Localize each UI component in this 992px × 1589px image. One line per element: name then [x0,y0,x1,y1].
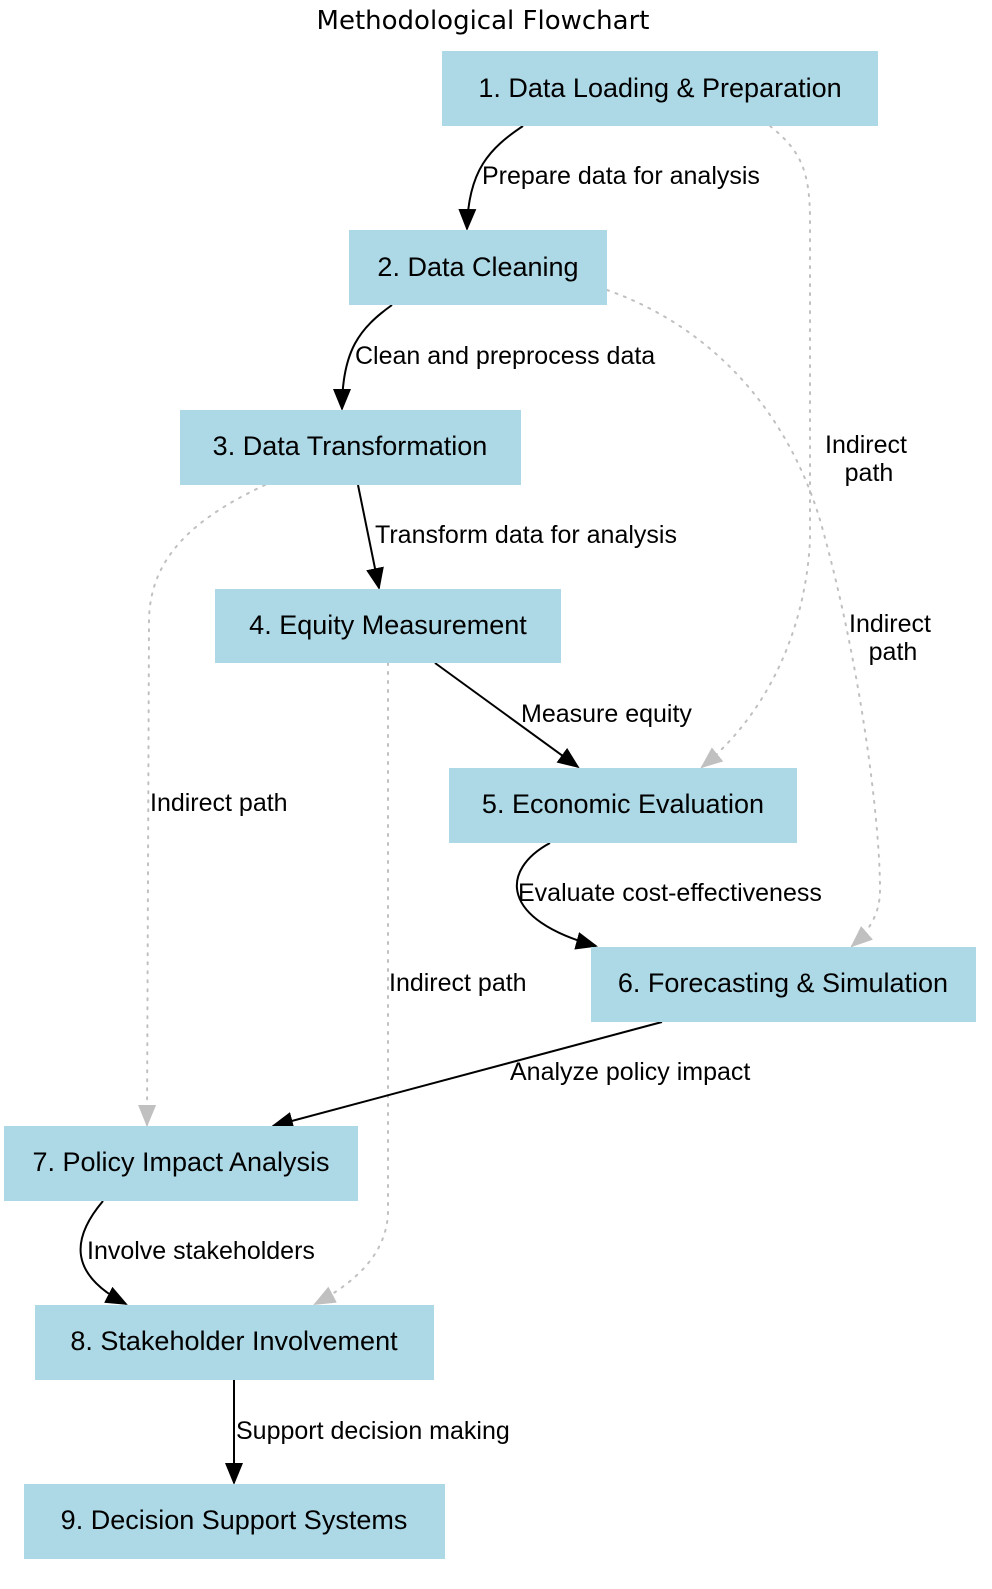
edge-label: Indirect path [389,969,527,997]
node-label: 3. Data Transformation [213,431,488,461]
chart-title: Methodological Flowchart [317,6,650,36]
edge-label: Measure equity [521,700,692,728]
edge-label: Indirect [825,431,907,459]
node-policy-impact: 7. Policy Impact Analysis [4,1126,358,1201]
edge-label: Clean and preprocess data [355,342,655,370]
node-data-loading: 1. Data Loading & Preparation [442,51,878,126]
edge-1-5: Indirect path [700,125,907,769]
edge-3-4: Transform data for analysis [357,484,677,590]
edge-4-8: Indirect path [313,662,527,1305]
node-data-transformation: 3. Data Transformation [180,410,521,485]
node-stakeholder-involvement: 8. Stakeholder Involvement [35,1305,434,1380]
edge-label: Indirect path [150,789,288,817]
node-label: 4. Equity Measurement [249,610,527,640]
node-label: 8. Stakeholder Involvement [70,1326,398,1356]
edge-2-6: Indirect path [606,289,931,948]
edge-label: path [845,459,894,487]
node-decision-support: 9. Decision Support Systems [24,1484,445,1559]
node-equity-measurement: 4. Equity Measurement [215,589,561,663]
node-label: 5. Economic Evaluation [482,789,764,819]
node-label: 7. Policy Impact Analysis [32,1147,329,1177]
edge-7-8: Involve stakeholders [79,1200,315,1305]
edge-6-7: Analyze policy impact [271,1021,750,1130]
node-label: 2. Data Cleaning [377,252,578,282]
edge-1-2: Prepare data for analysis [458,125,760,231]
edge-8-9: Support decision making [225,1380,510,1485]
edge-3-7: Indirect path [138,484,288,1127]
node-economic-evaluation: 5. Economic Evaluation [449,768,797,843]
node-forecasting-simulation: 6. Forecasting & Simulation [591,947,976,1022]
edge-label: Analyze policy impact [510,1058,750,1086]
edge-label: Transform data for analysis [375,521,677,549]
edge-label: Support decision making [236,1417,510,1445]
node-label: 6. Forecasting & Simulation [618,968,948,998]
edge-label: Indirect [849,610,931,638]
edge-label: Prepare data for analysis [482,162,760,190]
edge-2-3: Clean and preprocess data [333,304,655,411]
node-data-cleaning: 2. Data Cleaning [349,230,607,305]
node-label: 1. Data Loading & Preparation [478,73,841,103]
edge-4-5: Measure equity [434,662,692,769]
edge-5-6: Evaluate cost-effectiveness [515,842,822,950]
edge-label: Involve stakeholders [87,1237,315,1265]
node-label: 9. Decision Support Systems [61,1505,408,1535]
edge-label: Evaluate cost-effectiveness [518,879,822,907]
edge-label: path [869,638,918,666]
